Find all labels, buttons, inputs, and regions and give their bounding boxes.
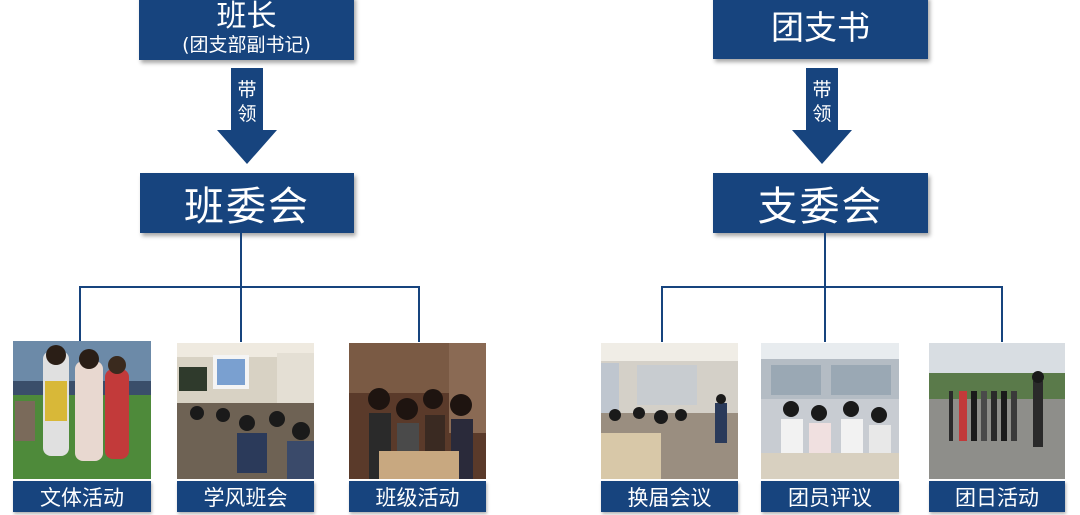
right-drop-2 [824,286,826,342]
leaf-label-sports: 文体活动 [13,481,151,512]
left-horizontal-line [79,286,420,288]
class-monitor-title: 班长 [216,0,277,34]
class-dinner-photo [349,343,486,479]
member-review-photo [761,343,899,479]
right-arrow-char-1: 带 [812,79,832,101]
class-committee-box: 班委会 [140,173,354,233]
left-down-arrow [217,68,277,164]
left-arrow-label: 带 领 [227,78,267,126]
right-drop-1 [661,286,663,342]
election-meeting-photo [601,343,738,479]
right-horizontal-line [661,286,1003,288]
right-arrow-label: 带 领 [802,78,842,126]
left-arrow-char-1: 带 [237,79,257,101]
right-arrow-char-2: 领 [812,103,832,125]
leaf-label-member-review: 团员评议 [761,481,899,512]
league-secretary-title: 团支书 [771,7,870,47]
league-day-photo [929,343,1065,479]
leaf-label-election: 换届会议 [601,481,738,512]
league-secretary-box: 团支书 [713,0,928,59]
left-drop-3 [418,286,420,342]
right-trunk-line [824,233,826,287]
branch-committee-title: 支委会 [757,184,884,230]
leaf-label-study-meeting: 学风班会 [177,481,314,512]
sports-event-photo [13,341,151,479]
leaf-label-class-activity: 班级活动 [349,481,486,512]
branch-committee-box: 支委会 [713,173,928,233]
class-meeting-photo [177,343,314,479]
left-arrow-char-2: 领 [237,103,257,125]
left-trunk-line [240,233,242,287]
class-monitor-subtitle: (团支部副书记) [182,34,311,56]
left-drop-2 [240,286,242,342]
right-drop-3 [1001,286,1003,342]
right-down-arrow [792,68,852,164]
class-monitor-box: 班长 (团支部副书记) [139,0,354,60]
leaf-label-league-day: 团日活动 [929,481,1065,512]
class-committee-title: 班委会 [184,184,310,230]
left-drop-1 [79,286,81,342]
